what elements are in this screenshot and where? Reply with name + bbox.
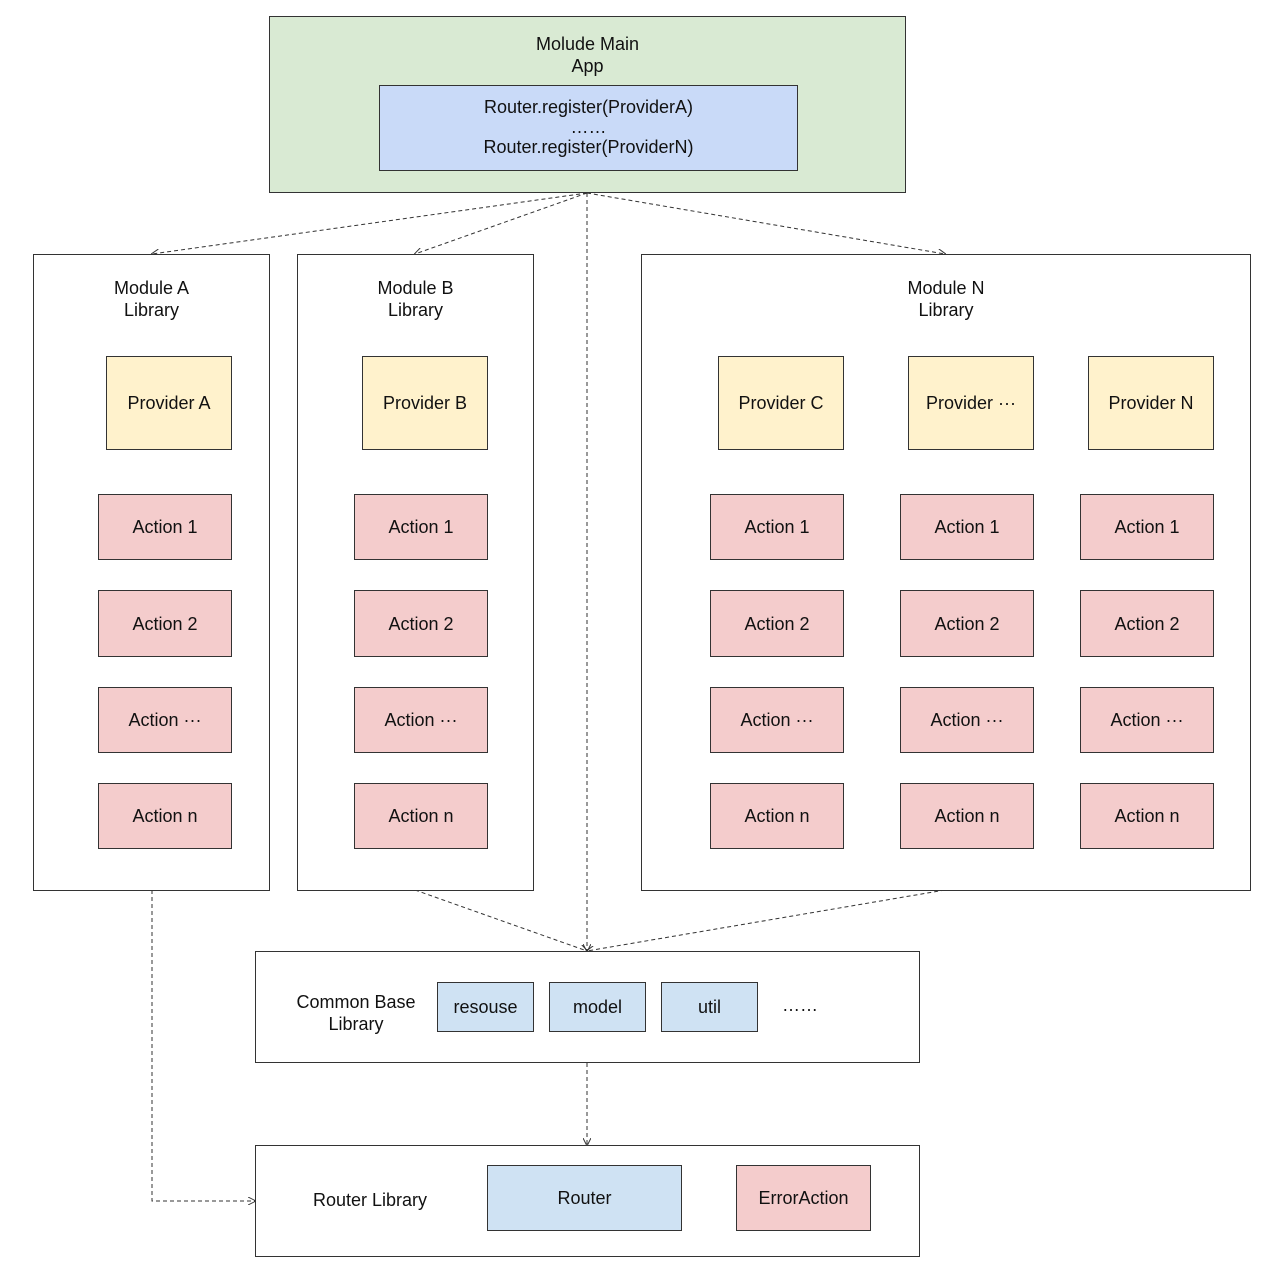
provider-b: Provider B [362, 356, 488, 450]
resouse-item: resouse [437, 982, 534, 1032]
arrow-main-to-module-b [415, 192, 588, 254]
main-app-box: Molude Main App Router.register(Provider… [269, 16, 906, 193]
provider-n-action-more: Action ··· [1080, 687, 1214, 753]
register-box: Router.register(ProviderA) …… Router.reg… [379, 85, 798, 171]
register-last: Router.register(ProviderN) [483, 137, 694, 157]
module-b-action-2: Action 2 [354, 590, 488, 657]
arrow-module-a-to-router [151, 890, 255, 1201]
arrow-module-b-to-common [414, 889, 587, 951]
module-b-action-1: Action 1 [354, 494, 488, 560]
common-base-ellipsis: …… [782, 995, 818, 1015]
provider-c-action-more: Action ··· [710, 687, 844, 753]
main-app-title: Molude Main App [535, 34, 640, 76]
model-item: model [549, 982, 646, 1032]
provider-more-action-more: Action ··· [900, 687, 1034, 753]
provider-n-action-1: Action 1 [1080, 494, 1214, 560]
arrow-main-to-module-a [152, 192, 588, 254]
module-b-title: Module B Library [377, 278, 454, 320]
module-a-action-2: Action 2 [98, 590, 232, 657]
provider-more-action-1: Action 1 [900, 494, 1034, 560]
arrow-module-n-to-common [587, 889, 946, 951]
provider-c-action-n: Action n [710, 783, 844, 849]
module-a-action-n: Action n [98, 783, 232, 849]
util-item: util [661, 982, 758, 1032]
register-ellipsis: …… [570, 117, 607, 137]
module-b-action-more: Action ··· [354, 687, 488, 753]
provider-more-action-2: Action 2 [900, 590, 1034, 657]
module-a-action-more: Action ··· [98, 687, 232, 753]
register-first: Router.register(ProviderA) [483, 97, 694, 117]
provider-n-action-n: Action n [1080, 783, 1214, 849]
provider-more: Provider ··· [908, 356, 1034, 450]
provider-c-action-2: Action 2 [710, 590, 844, 657]
provider-c-action-1: Action 1 [710, 494, 844, 560]
module-a-title: Module A Library [113, 278, 190, 320]
module-n-title: Module N Library [907, 278, 985, 320]
common-base-title: Common Base Library [296, 992, 416, 1034]
error-action-box: ErrorAction [736, 1165, 871, 1231]
module-a-action-1: Action 1 [98, 494, 232, 560]
module-b-action-n: Action n [354, 783, 488, 849]
arrow-main-to-module-n [586, 192, 945, 254]
provider-a: Provider A [106, 356, 232, 450]
provider-n-action-2: Action 2 [1080, 590, 1214, 657]
router-library-title: Router Library [312, 1190, 428, 1210]
provider-n: Provider N [1088, 356, 1214, 450]
router-box: Router [487, 1165, 682, 1231]
provider-more-action-n: Action n [900, 783, 1034, 849]
provider-c: Provider C [718, 356, 844, 450]
